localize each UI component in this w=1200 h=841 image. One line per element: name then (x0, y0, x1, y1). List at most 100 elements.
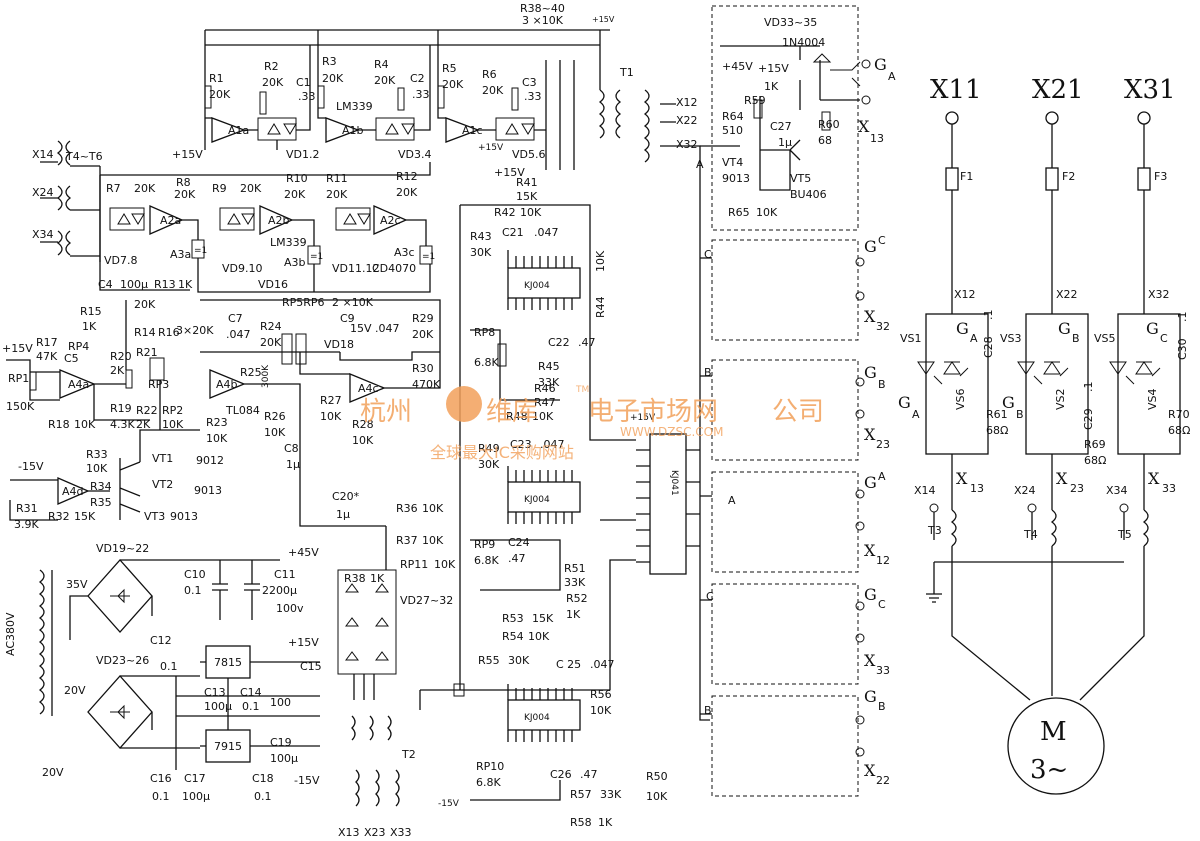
c21-label: C21 (502, 226, 524, 239)
c27-value: 1μ (778, 136, 792, 149)
c9-value: 15V .047 (350, 322, 400, 335)
r31-label: R31 (16, 502, 38, 515)
watermark-brand: 维库 (486, 397, 538, 427)
r45-value: 33K (538, 376, 560, 389)
c22-value: .47 (578, 336, 596, 349)
c20-label: C20* (332, 490, 360, 503)
c28-value: .1 (982, 310, 995, 321)
r60-value: 68 (818, 134, 832, 147)
rp56-value: 2 ×10K (332, 296, 374, 309)
r69-value: 68Ω (1084, 454, 1106, 467)
r20-value: 2K (110, 364, 125, 377)
r34-label: R34 (90, 480, 112, 493)
c1-label: C1 (296, 76, 311, 89)
r3-label: R3 (322, 55, 337, 68)
t1-x32: X32 (676, 138, 698, 151)
out4-xs: 33 (876, 664, 890, 677)
t2-x33: X33 (390, 826, 412, 839)
c29-value: .1 (1082, 382, 1095, 393)
out3-xs: 12 (876, 554, 890, 567)
r51-value: 33K (564, 576, 586, 589)
r10-label: R10 (286, 172, 308, 185)
r28-value: 10K (352, 434, 374, 447)
vd78-label: VD7.8 (104, 254, 138, 267)
vt2-type: 9013 (194, 484, 222, 497)
amp-a2b: A2b (268, 214, 290, 227)
ps-x33: X (1148, 469, 1160, 488)
fuse-f3: F3 (1154, 170, 1167, 183)
cd4070-label: CD4070 (372, 262, 416, 275)
amp-a4a: A4a (68, 378, 89, 391)
out1-g: G (864, 237, 877, 256)
r3x20k-label: 3×20K (176, 324, 214, 337)
amp-a4bc-section: RP5RP6 2 ×10K C7 .047 R24 20K C9 15V .04… (196, 296, 441, 480)
out3-gs: A (878, 470, 886, 483)
out1-x: X (864, 307, 876, 326)
amp-a2a: A2a (160, 214, 181, 227)
r30-value: 470K (412, 378, 441, 391)
r32-value: 15K (74, 510, 96, 523)
gate-a3a: A3a (170, 248, 191, 261)
vt5-label: VT5 (790, 172, 811, 185)
r24-value: 20K (260, 336, 282, 349)
vd33-35-label: VD33~35 (764, 16, 817, 29)
c17-value: 100μ (182, 790, 210, 803)
r52-label: R52 (566, 592, 588, 605)
motor-spec: 3~ (1030, 755, 1068, 785)
rp10-value: 6.8K (476, 776, 501, 789)
c1-value: .33 (298, 90, 316, 103)
kj004-chip-1: KJ004 (524, 281, 550, 291)
t2-x23: X23 (364, 826, 386, 839)
vt3-type: 9013 (170, 510, 198, 523)
r2-value: 20K (262, 76, 284, 89)
vs4-label: VS4 (1146, 388, 1159, 410)
c29-label: C29 (1082, 408, 1095, 430)
ps-t4: T4 (1023, 528, 1038, 541)
out5-g: G (864, 687, 877, 706)
lm339-label-1: LM339 (336, 100, 373, 113)
gate-a3b: A3b (284, 256, 306, 269)
amp-a1c-symbol (445, 117, 480, 143)
watermark-city: 杭州 (360, 397, 412, 427)
rp4-label: RP4 (68, 340, 89, 353)
r50-label: R50 (646, 770, 668, 783)
c19-label: C19 (270, 736, 292, 749)
ps-x12: X12 (954, 288, 976, 301)
amp-a4a-symbol (59, 369, 96, 399)
c25-label: C 25 (556, 658, 581, 671)
vt4-label: VT4 (722, 156, 743, 169)
c4-value: 100μ (120, 278, 148, 291)
x34-label-left: X34 (32, 228, 54, 241)
r5-value: 20K (442, 78, 464, 91)
r37-value: 10K (422, 534, 444, 547)
amp-a2c-symbol (373, 205, 408, 235)
r8-value: 20K (174, 188, 196, 201)
amp-a4-section: C4 100μ R13 1K VD16 R15 1K 20K R17 47K +… (2, 175, 288, 531)
r53-value: 15K (532, 612, 554, 625)
plus15-label-left: +15V (172, 148, 203, 161)
t1-label: T1 (619, 66, 634, 79)
r12-label: R12 (396, 170, 418, 183)
amp-a4b: A4b (216, 378, 238, 391)
amp-a1a: A1a (228, 124, 249, 137)
out5-x: X (864, 761, 876, 780)
ps-x23: X (1056, 469, 1068, 488)
c01-label-1: 0.1 (160, 660, 178, 673)
rp11-label: RP11 (400, 558, 428, 571)
r7-label: R7 (106, 182, 121, 195)
trigger-section: T1 X12 X22 X32 A +15V R41 15K R42 10K R4… (419, 30, 710, 829)
driver-ga: G (874, 55, 887, 74)
c27-label: C27 (770, 120, 792, 133)
rp3-label: RP3 (148, 378, 169, 391)
r27-label: R27 (320, 394, 342, 407)
bus-supply: +15V (592, 15, 615, 24)
r28-label: R28 (352, 418, 374, 431)
r27-value: 10K (320, 410, 342, 423)
x14-label-left: X14 (32, 148, 54, 161)
rp11-value: 10K (434, 558, 456, 571)
vs5-gate-g: G (1146, 319, 1159, 338)
r6-value: 20K (482, 84, 504, 97)
r5-label: R5 (442, 62, 457, 75)
r8-label: R8 (176, 176, 191, 189)
c2-label: C2 (410, 72, 425, 85)
